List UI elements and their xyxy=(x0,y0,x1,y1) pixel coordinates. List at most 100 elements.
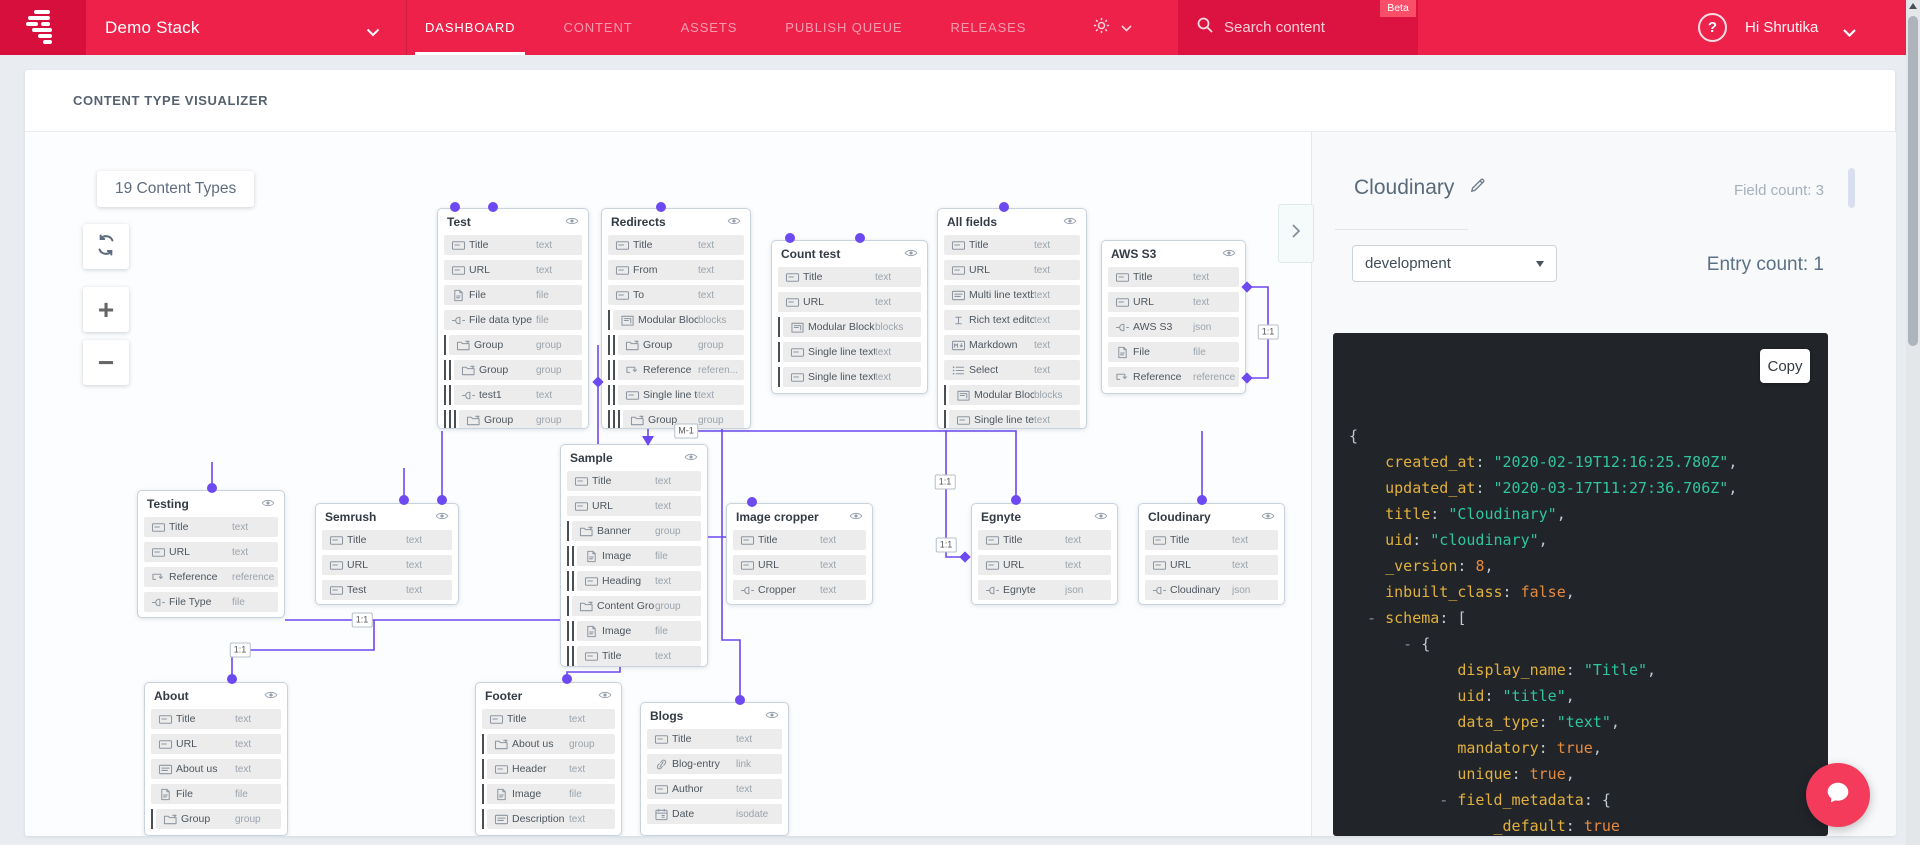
file-field-icon xyxy=(581,550,602,563)
collapse-panel-button[interactable] xyxy=(1278,204,1314,263)
field-name: URL xyxy=(803,296,825,308)
eye-icon[interactable] xyxy=(1261,508,1275,526)
indent-bar xyxy=(482,734,484,754)
chevron-down-icon[interactable] xyxy=(1121,19,1132,37)
eye-icon[interactable] xyxy=(904,245,918,263)
field-name: AWS S3 xyxy=(1133,321,1173,333)
page-scrollbar[interactable] xyxy=(1906,0,1920,845)
nav-dashboard[interactable]: DASHBOARD xyxy=(414,0,526,55)
field-type: text xyxy=(820,559,837,571)
multiline-field-icon xyxy=(491,813,512,826)
field-name: Egnyte xyxy=(1003,584,1036,596)
edit-pencil-icon[interactable] xyxy=(1469,176,1487,200)
card-title-bar: About xyxy=(145,683,287,709)
field-type: text xyxy=(1034,414,1051,426)
stack-selector[interactable]: Demo Stack xyxy=(105,0,200,55)
zoom-in-button[interactable]: + xyxy=(83,287,129,332)
field-name: Title xyxy=(176,713,196,725)
panel-scrollbar-thumb[interactable] xyxy=(1848,168,1855,208)
singleline-field-icon xyxy=(782,296,803,309)
eye-icon[interactable] xyxy=(264,687,278,705)
eye-icon[interactable] xyxy=(1094,508,1108,526)
content-types-count-button[interactable]: 19 Content Types xyxy=(97,171,255,207)
eye-icon[interactable] xyxy=(565,213,579,231)
user-menu[interactable]: Hi Shrutika xyxy=(1745,19,1819,36)
indent-bar xyxy=(572,571,574,591)
eye-icon[interactable] xyxy=(849,508,863,526)
field-type: file xyxy=(536,314,549,326)
eye-icon[interactable] xyxy=(435,508,449,526)
field-row-single-line-tex: Single line tex...text xyxy=(944,410,1080,428)
help-icon[interactable]: ? xyxy=(1698,13,1727,42)
eye-icon[interactable] xyxy=(598,687,612,705)
chat-launcher-button[interactable] xyxy=(1806,763,1870,827)
chevron-down-icon[interactable] xyxy=(1843,24,1856,42)
eye-icon[interactable] xyxy=(1222,245,1236,263)
eye-icon[interactable] xyxy=(684,449,698,467)
nav-releases[interactable]: RELEASES xyxy=(950,20,1027,35)
page-scrollbar-thumb[interactable] xyxy=(1908,16,1918,346)
eye-icon[interactable] xyxy=(765,707,779,725)
environment-select[interactable]: development xyxy=(1352,245,1557,282)
indent-bar xyxy=(454,410,456,428)
contentstack-logo[interactable] xyxy=(0,0,86,55)
page-header: CONTENT TYPE VISUALIZER xyxy=(25,70,1895,132)
field-name: Cropper xyxy=(758,584,796,596)
field-name: File Type xyxy=(169,596,212,608)
copy-button[interactable]: Copy xyxy=(1760,349,1810,383)
zoom-out-button[interactable]: − xyxy=(83,340,129,385)
beta-badge: Beta xyxy=(1380,0,1416,17)
field-type: text xyxy=(406,559,423,571)
singleline-field-icon xyxy=(486,713,507,726)
scroll-up-arrow-icon[interactable] xyxy=(1909,3,1917,9)
nav-content[interactable]: CONTENT xyxy=(563,20,633,35)
nav-publish-queue[interactable]: PUBLISH QUEUE xyxy=(785,20,903,35)
eye-icon[interactable] xyxy=(261,495,275,513)
nav-assets[interactable]: ASSETS xyxy=(680,20,738,35)
eye-icon[interactable] xyxy=(727,213,741,231)
eye-icon[interactable] xyxy=(1063,213,1077,231)
field-type: json xyxy=(1065,584,1084,596)
chevron-down-icon[interactable] xyxy=(366,24,380,42)
entry-count: Entry count: 1 xyxy=(1706,254,1824,275)
field-name: Reference xyxy=(1133,371,1182,383)
gear-icon[interactable] xyxy=(1092,16,1111,40)
blocks-field-icon xyxy=(787,321,808,334)
refresh-button[interactable] xyxy=(83,224,129,269)
field-name: test1 xyxy=(479,389,502,401)
search-input[interactable]: Search content xyxy=(1178,0,1418,55)
